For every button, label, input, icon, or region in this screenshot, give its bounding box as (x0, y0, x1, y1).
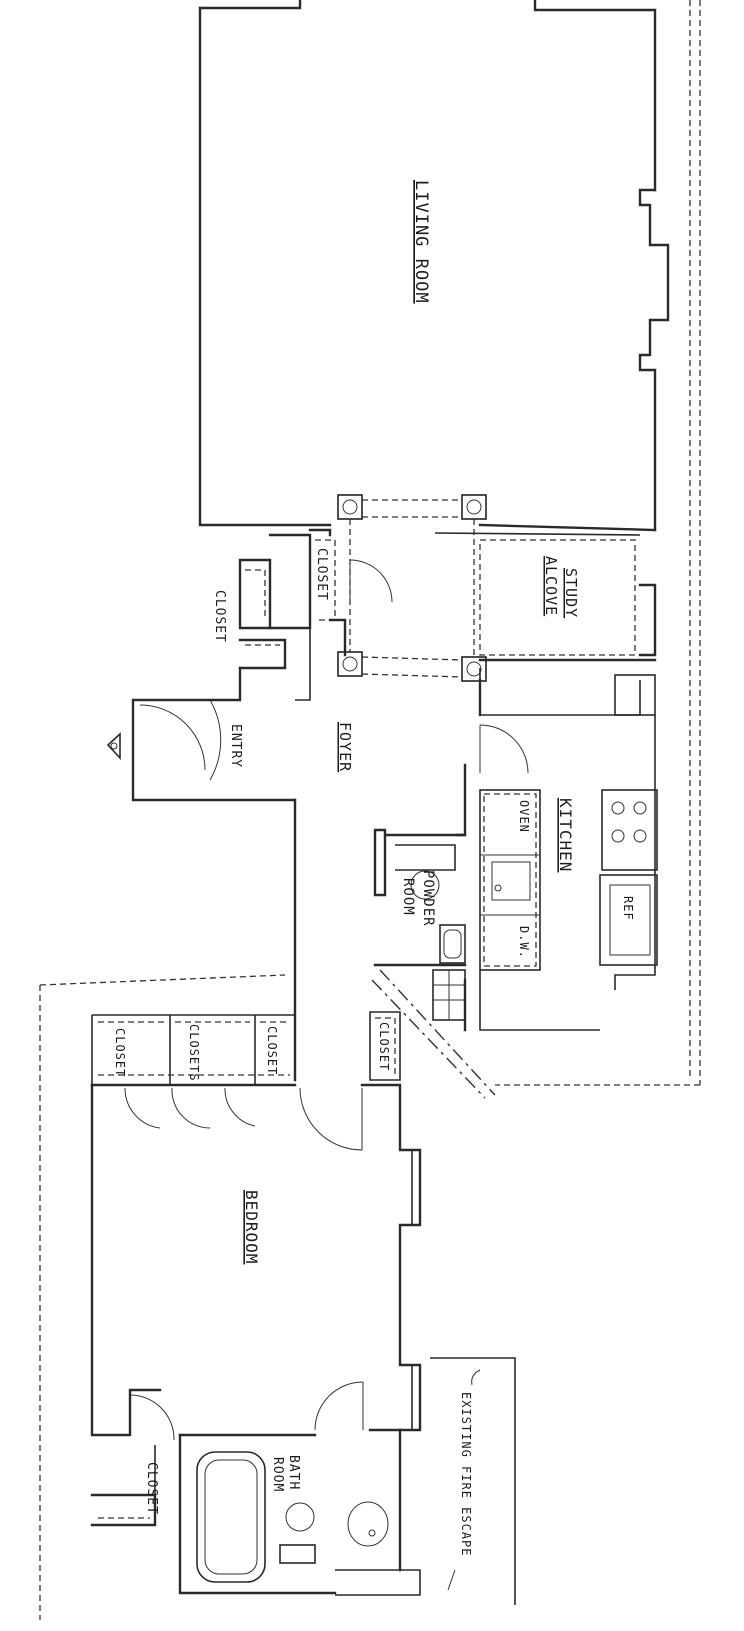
closet-hall: CLOSET (369, 1011, 401, 1081)
fire-escape-label: EXISTING FIRE ESCAPE (459, 1392, 473, 1557)
study-alcove-label-1: STUDY (562, 568, 580, 618)
oven-label: OVEN (517, 800, 531, 833)
kitchen: OVEN D.W. REF KITCHEN (455, 668, 658, 1032)
bedroom: BEDROOM (90, 1083, 422, 1441)
dw-label: D.W. (517, 926, 531, 959)
closet-bottom-label: CLOSET (144, 1462, 159, 1515)
powder-room: POWDER ROOM (373, 828, 467, 1021)
living-room: LIVING ROOM (198, 0, 670, 532)
entry-label: ENTRY (228, 724, 243, 768)
bath-room-label-2: ROOM (270, 1457, 285, 1492)
closet-bed-a-label: CLOSET (113, 1028, 127, 1077)
foyer-label: FOYER (336, 722, 354, 772)
study-alcove: STUDY ALCOVE (434, 532, 657, 662)
kitchen-label: KITCHEN (556, 798, 575, 872)
closet-hall-label: CLOSET (377, 1022, 391, 1071)
outer-boundary (39, 0, 701, 1620)
foyer: FOYER (293, 722, 354, 1082)
bath-room-label-1: BATH (286, 1455, 301, 1490)
powder-room-label-1: POWDER (420, 870, 436, 927)
closets-bed-label: CLOSETS (187, 1024, 201, 1082)
powder-room-label-2: ROOM (400, 878, 416, 916)
closet-bed-b-label: CLOSET (265, 1026, 279, 1075)
columns (337, 494, 487, 682)
living-room-label: LIVING ROOM (411, 180, 431, 304)
closet-bottom: CLOSET (90, 1445, 159, 1527)
fire-escape: EXISTING FIRE ESCAPE (430, 1357, 516, 1605)
ref-label: REF (621, 896, 635, 921)
entry: ENTRY (106, 666, 297, 802)
bedroom-closets: CLOSET CLOSETS CLOSET (91, 1014, 363, 1151)
closet-left-label: CLOSET (212, 590, 227, 643)
bath-room: BATH ROOM (178, 1428, 421, 1596)
closet-top: CLOSET (268, 528, 393, 657)
closet-left: CLOSET (212, 558, 311, 701)
bedroom-label: BEDROOM (242, 1190, 261, 1264)
closet-top-label: CLOSET (314, 548, 329, 601)
fire-escape-diagonal (371, 969, 496, 1099)
study-alcove-label-2: ALCOVE (542, 556, 560, 616)
